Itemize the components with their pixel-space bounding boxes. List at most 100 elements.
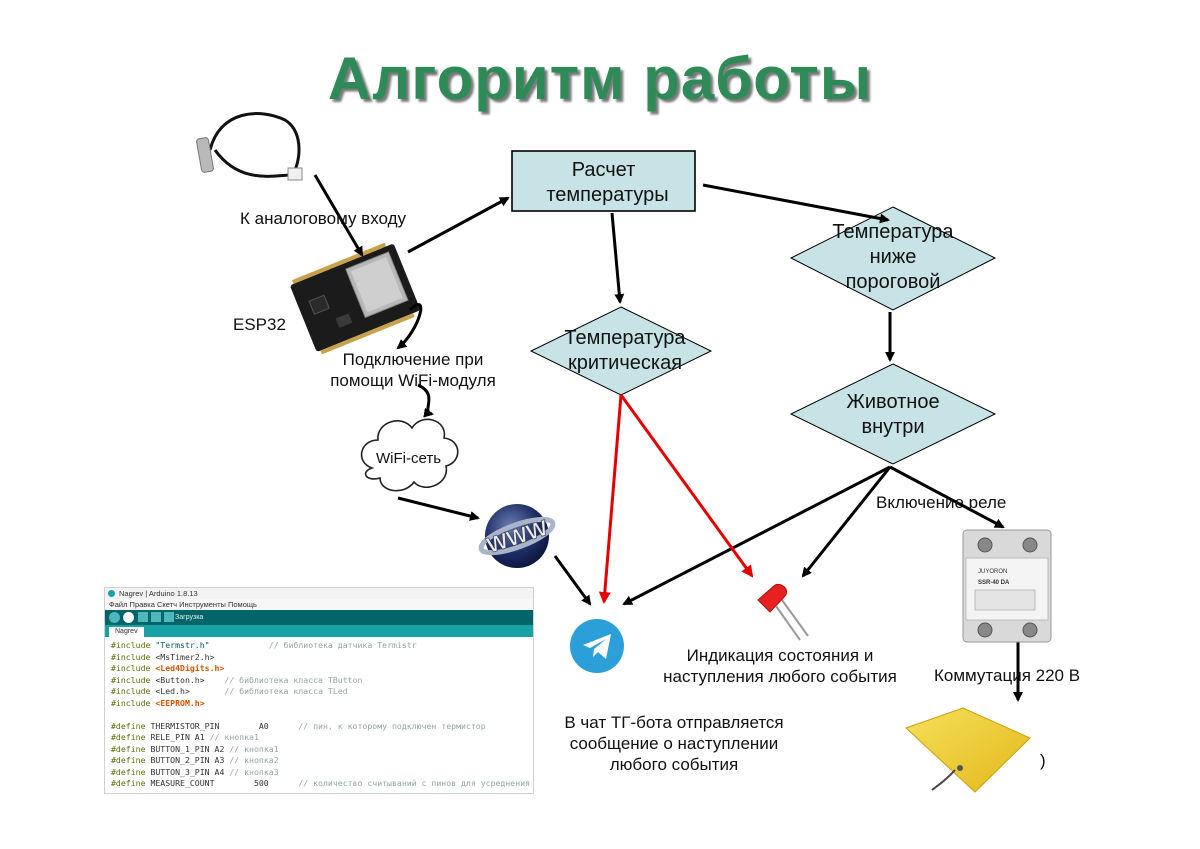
code-keyword: #define <box>111 766 151 777</box>
code-line: #define RELE_PIN A1 // кнопка1 <box>111 732 533 744</box>
code-keyword: #define <box>111 755 151 765</box>
node-below-line1: Температура <box>832 221 954 243</box>
node-critical-line1: Температура <box>564 327 686 349</box>
code-keyword: #include <box>111 674 156 685</box>
label-esp32: ESP32 <box>233 315 286 334</box>
node-calc-line1: Расчет <box>571 159 636 181</box>
node-calc-text: Расчет температуры <box>512 158 695 208</box>
node-below-line3: пороговой <box>845 271 941 293</box>
code-comment: // кнопка1 <box>229 743 279 754</box>
www-globe-icon: WWW <box>478 504 556 568</box>
flow-arrows-black <box>313 174 1023 702</box>
label-switching: Коммутация 220 В <box>934 666 1081 685</box>
heater-pad-image <box>905 707 1031 793</box>
label-relay-on: Включение реле <box>876 493 1007 512</box>
code-comment: // кнопка1 <box>209 732 259 742</box>
wifi-cloud-shape <box>360 418 459 492</box>
code-keyword: #define <box>111 720 151 731</box>
code-argument: <Led.h> <box>155 686 190 696</box>
code-line: #define THERMISTOR_PIN A0 // пин, к кото… <box>111 721 533 733</box>
ide-tabbar: Nagrev <box>105 625 533 637</box>
code-comment: // библиотека класса TButton <box>224 674 363 685</box>
solid-state-relay-image: JUYORON SSR-40 DA <box>962 529 1052 643</box>
code-line <box>111 709 533 721</box>
code-line: #define BUTTON_2_PIN A3 // кнопка2 <box>111 755 533 767</box>
code-comment: // кнопка3 <box>229 766 279 777</box>
code-keyword: #include <box>111 697 156 708</box>
code-argument: RELE_PIN A1 <box>150 732 205 742</box>
ide-tab-nagrev[interactable]: Nagrev <box>109 627 144 637</box>
esp32-board-image <box>290 242 420 355</box>
new-sketch-icon[interactable] <box>138 612 148 622</box>
code-argument: MEASURE_COUNT 500 <box>150 778 269 788</box>
relay-brand: JUYORON <box>978 569 1007 575</box>
node-below-text: Температура ниже пороговой <box>808 220 978 295</box>
code-line: #define BUTTON_1_PIN A2 // кнопка1 <box>111 744 533 756</box>
code-comment: // библиотека датчика Termistr <box>268 640 417 650</box>
node-critical-text: Температура критическая <box>540 326 710 376</box>
ide-window-title: Nagrev | Arduino 1.8.13 <box>119 589 198 598</box>
node-calc-temperature <box>511 150 696 212</box>
verify-icon[interactable] <box>109 612 120 623</box>
upload-icon[interactable] <box>123 612 134 623</box>
ide-toolbar-status: Загрузка <box>175 614 204 621</box>
node-calc-line2: температуры <box>546 184 669 206</box>
label-wifi-module: Подключение при помощи WiFi-модуля <box>315 349 511 391</box>
node-animal-inside <box>789 363 997 465</box>
ide-menubar: Файл Правка Скетч Инструменты Помощь <box>105 599 533 610</box>
code-line: #include <Led.h> // библиотека класса TL… <box>111 686 533 698</box>
node-critical-line2: критическая <box>567 352 683 374</box>
label-tg-message-line1: В чат ТГ-бота отправляется <box>564 713 784 732</box>
ide-toolbar: Загрузка <box>105 610 533 625</box>
label-analog-input: К аналоговому входу <box>240 209 407 228</box>
label-wifi-module-line1: Подключение при <box>342 350 484 369</box>
code-argument: THERMISTOR_PIN A0 <box>150 720 269 731</box>
code-argument: BUTTON_3_PIN A4 <box>150 766 225 777</box>
code-keyword: #include <box>111 651 156 662</box>
telegram-icon <box>570 619 624 673</box>
node-below-threshold <box>789 206 997 311</box>
label-indication: Индикация состояния и наступления любого… <box>652 645 908 687</box>
code-keyword: #include <box>111 663 156 673</box>
code-argument: "Termstr.h" <box>155 640 210 650</box>
ide-menu-tools[interactable]: Инструменты <box>179 600 226 609</box>
code-keyword: #define <box>111 778 151 788</box>
code-line: #include <Led4Digits.h> <box>111 663 533 675</box>
label-wifi-module-line2: помощи WiFi-модуля <box>330 371 496 390</box>
label-cut-char: ) <box>1040 751 1046 770</box>
code-argument: <Button.h> <box>155 674 205 685</box>
code-line: #include <Button.h> // библиотека класса… <box>111 675 533 687</box>
code-line: #include "Termstr.h" // библиотека датчи… <box>111 640 533 652</box>
ide-code-area[interactable]: #include "Termstr.h" // библиотека датчи… <box>105 637 533 790</box>
ide-menu-help[interactable]: Помощь <box>227 600 257 609</box>
code-line: #define BUTTON_3_PIN A4 // кнопка3 <box>111 767 533 779</box>
node-animal-line1: Животное <box>846 391 940 413</box>
code-comment: // кнопка2 <box>229 755 279 765</box>
ide-titlebar: Nagrev | Arduino 1.8.13 <box>105 588 533 599</box>
ide-menu-sketch[interactable]: Скетч <box>156 600 178 609</box>
label-indication-line2: наступления любого события <box>663 667 897 686</box>
page-title: Алгоритм работы <box>327 45 873 112</box>
ide-menu-file[interactable]: Файл <box>109 600 128 609</box>
save-sketch-icon[interactable] <box>164 612 174 622</box>
arduino-logo-icon <box>108 590 115 597</box>
temperature-sensor-image <box>196 112 303 181</box>
code-argument: BUTTON_2_PIN A3 <box>150 755 225 765</box>
code-argument: <Led4Digits.h> <box>155 663 225 673</box>
label-tg-message-line3: любого события <box>609 755 739 774</box>
flow-arrows-red <box>598 394 754 604</box>
code-keyword: #include <box>111 640 156 650</box>
arduino-ide-window: Nagrev | Arduino 1.8.13 Файл Правка Скет… <box>104 587 534 794</box>
code-keyword: #include <box>111 686 156 696</box>
ide-menu-edit[interactable]: Правка <box>129 600 155 609</box>
code-argument: <MsTimer2.h> <box>155 651 215 662</box>
node-animal-line2: внутри <box>861 416 925 438</box>
code-keyword: #define <box>111 743 151 754</box>
code-keyword: #define <box>111 732 151 742</box>
open-sketch-icon[interactable] <box>151 612 161 622</box>
node-below-line2: ниже <box>869 246 917 268</box>
code-comment: // пин, к которому подключен термистор <box>298 720 486 731</box>
label-indication-line1: Индикация состояния и <box>686 646 874 665</box>
label-tg-message-line2: сообщение о наступлении <box>569 734 779 753</box>
